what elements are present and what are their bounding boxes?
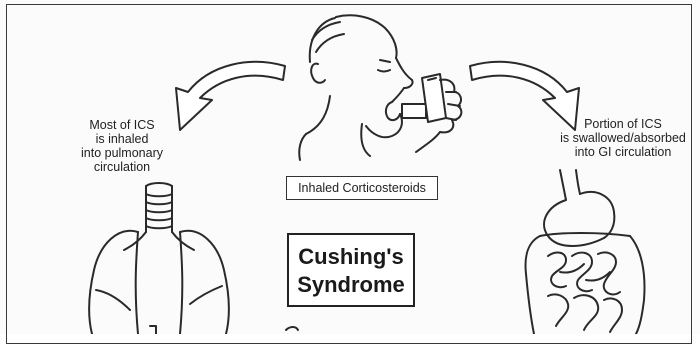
inhaled-corticosteroids-label: Inhaled Corticosteroids [286, 176, 438, 200]
outcome-line-2: Syndrome [289, 271, 413, 299]
person-inhaler-icon [299, 15, 461, 160]
lungs-icon [89, 183, 229, 334]
pulmonary-label: Most of ICS is inhaled into pulmonary ci… [52, 118, 192, 174]
diagram-canvas: Most of ICS is inhaled into pulmonary ci… [0, 0, 700, 334]
outcome-line-1: Cushing's [289, 243, 413, 271]
cushings-syndrome-box: Cushing's Syndrome [287, 233, 415, 307]
curved-arrow-left-icon [176, 62, 285, 130]
gi-label: Portion of ICS is swallowed/absorbed int… [548, 117, 698, 159]
stomach-intestines-icon [526, 170, 645, 334]
